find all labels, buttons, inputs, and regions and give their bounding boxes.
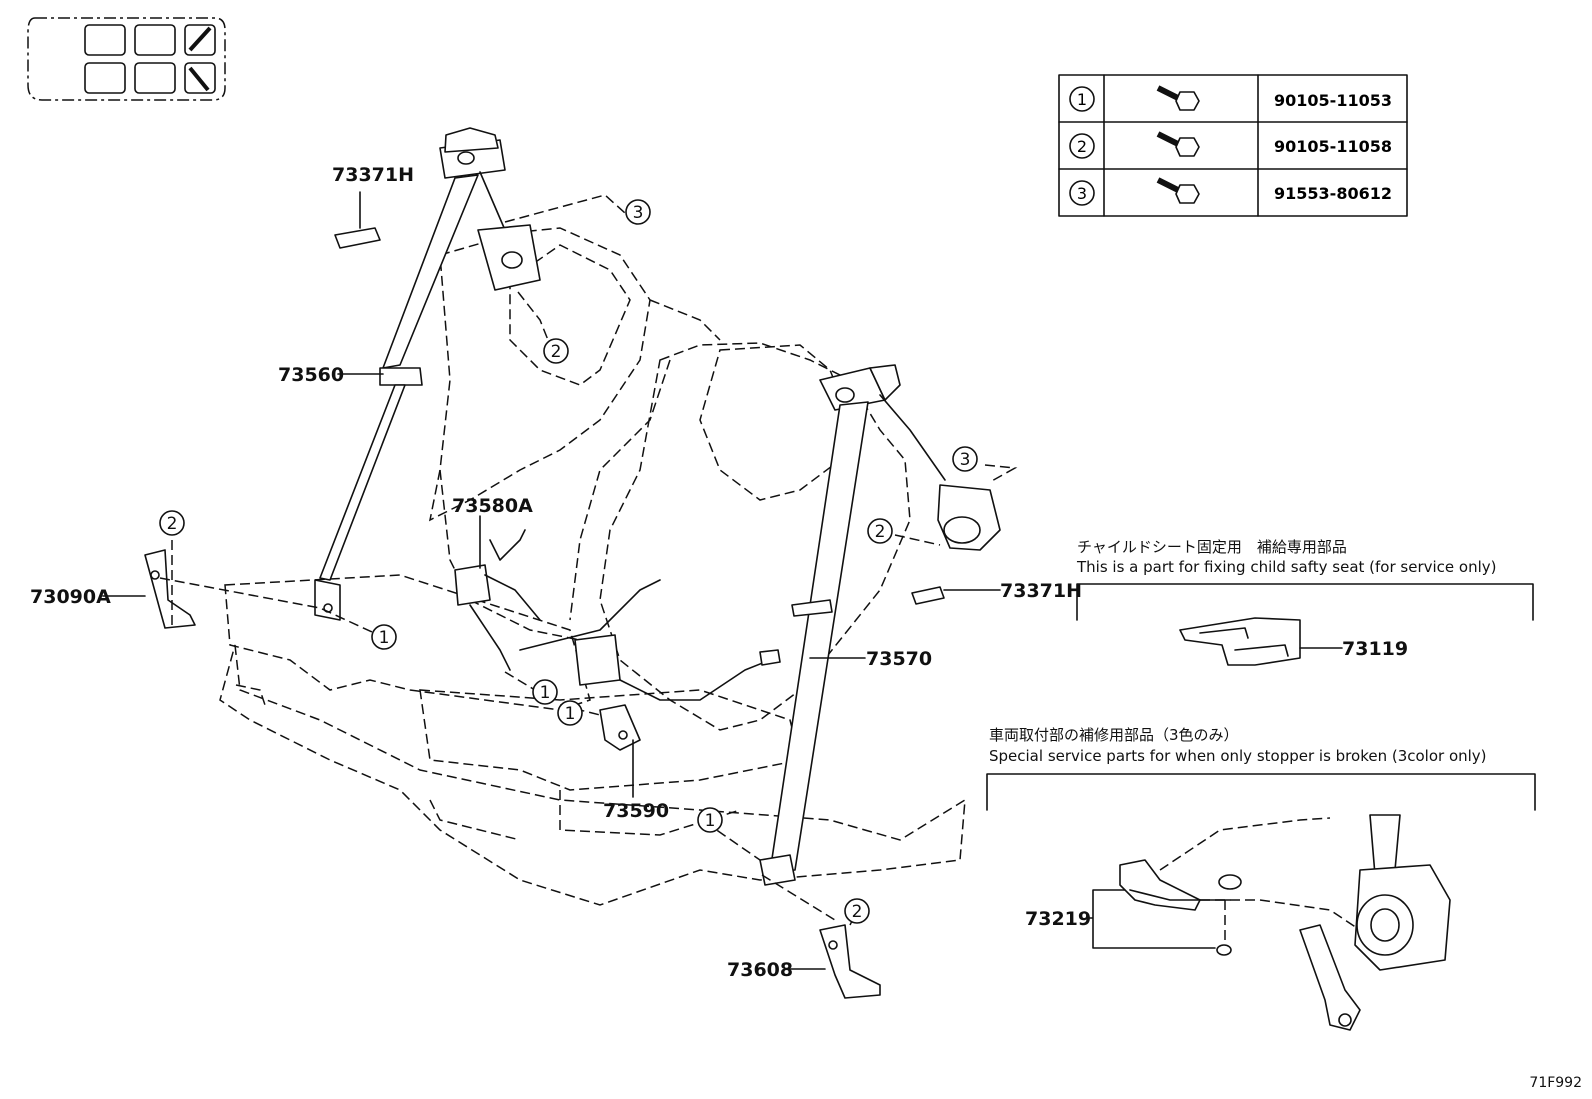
callout-73560: 73560 — [278, 364, 344, 386]
ref-circle-2: 2 — [867, 518, 893, 544]
stopper-note-jp: 車両取付部の補修用部品（3色のみ） — [989, 726, 1239, 744]
bolt-icon — [1156, 131, 1200, 157]
svg-text:1: 1 — [565, 704, 576, 724]
buckle-assembly — [454, 529, 781, 751]
svg-text:2: 2 — [875, 522, 886, 542]
anchor-bracket-left — [144, 549, 196, 629]
belt-guide-right — [911, 586, 945, 605]
reference-leaders — [159, 194, 1018, 926]
callout-73371H-top: 73371H — [332, 164, 414, 186]
ref-circle-2: 2 — [543, 338, 569, 364]
svg-text:1: 1 — [379, 628, 390, 648]
callout-73119: 73119 — [1342, 638, 1408, 660]
ref-circle-1: 1 — [697, 807, 723, 833]
callout-73608: 73608 — [727, 959, 793, 981]
child-seat-note-en: This is a part for fixing child safty se… — [1077, 558, 1497, 576]
anchor-plate-73119 — [1179, 617, 1301, 666]
callout-73590: 73590 — [603, 800, 669, 822]
svg-text:3: 3 — [633, 203, 644, 223]
part-number: 91553-80612 — [1274, 184, 1392, 203]
callout-73371H-right: 73371H — [1000, 580, 1082, 602]
svg-text:3: 3 — [960, 450, 971, 470]
part-number: 90105-11053 — [1274, 91, 1392, 110]
stopper-note-en: Special service parts for when only stop… — [989, 747, 1487, 765]
right-seat-belt-assembly — [759, 364, 1001, 886]
belt-guide-top — [334, 191, 381, 249]
svg-text:1: 1 — [540, 683, 551, 703]
svg-text:2: 2 — [167, 514, 178, 534]
svg-text:2: 2 — [551, 342, 562, 362]
callout-73570: 73570 — [866, 648, 932, 670]
ref-number: 3 — [1077, 184, 1087, 203]
ref-circle-2: 2 — [159, 510, 185, 536]
stopper-service-panel: 73219 — [986, 773, 1536, 1031]
ref-number: 1 — [1077, 90, 1087, 109]
fastener-table: 1 90105-11053 2 90105-11058 3 91553-8061 — [1058, 74, 1408, 217]
callout-73580A: 73580A — [452, 495, 533, 517]
table-row: 1 90105-11053 — [1069, 85, 1392, 112]
anchor-bracket-bottom — [819, 924, 881, 999]
bolt-icon — [1156, 177, 1200, 204]
left-seat-belt-assembly — [314, 127, 541, 621]
ref-circle-1: 1 — [371, 624, 397, 650]
child-seat-note-jp: チャイルドシート固定用 補給専用部品 — [1077, 538, 1347, 556]
table-row: 2 90105-11058 — [1069, 131, 1392, 159]
ref-circle-1: 1 — [557, 700, 583, 726]
svg-text:1: 1 — [705, 811, 716, 831]
reference-circles: 3 2 2 1 1 1 1 2 2 3 — [159, 199, 978, 924]
svg-text:2: 2 — [852, 902, 863, 922]
figure-code: 71F992 — [1529, 1075, 1582, 1091]
ref-number: 2 — [1077, 137, 1087, 156]
ref-circle-1: 1 — [532, 679, 558, 705]
ref-circle-3: 3 — [952, 446, 978, 472]
bolt-icon — [1156, 85, 1200, 111]
vehicle-locator-icon — [27, 17, 226, 101]
part-number: 90105-11058 — [1274, 137, 1392, 156]
callout-73090A: 73090A — [30, 586, 111, 608]
child-seat-panel: 73119 — [1076, 583, 1534, 666]
part-callouts: 73371H 73560 73580A 73090A 73590 73570 7… — [30, 164, 1082, 981]
callout-73219: 73219 — [1025, 908, 1091, 930]
ref-circle-2: 2 — [844, 898, 870, 924]
ref-circle-3: 3 — [625, 199, 651, 225]
rear-seat-outline — [219, 227, 966, 906]
table-row: 3 91553-80612 — [1069, 177, 1392, 206]
stopper-button-icon — [1216, 874, 1242, 956]
